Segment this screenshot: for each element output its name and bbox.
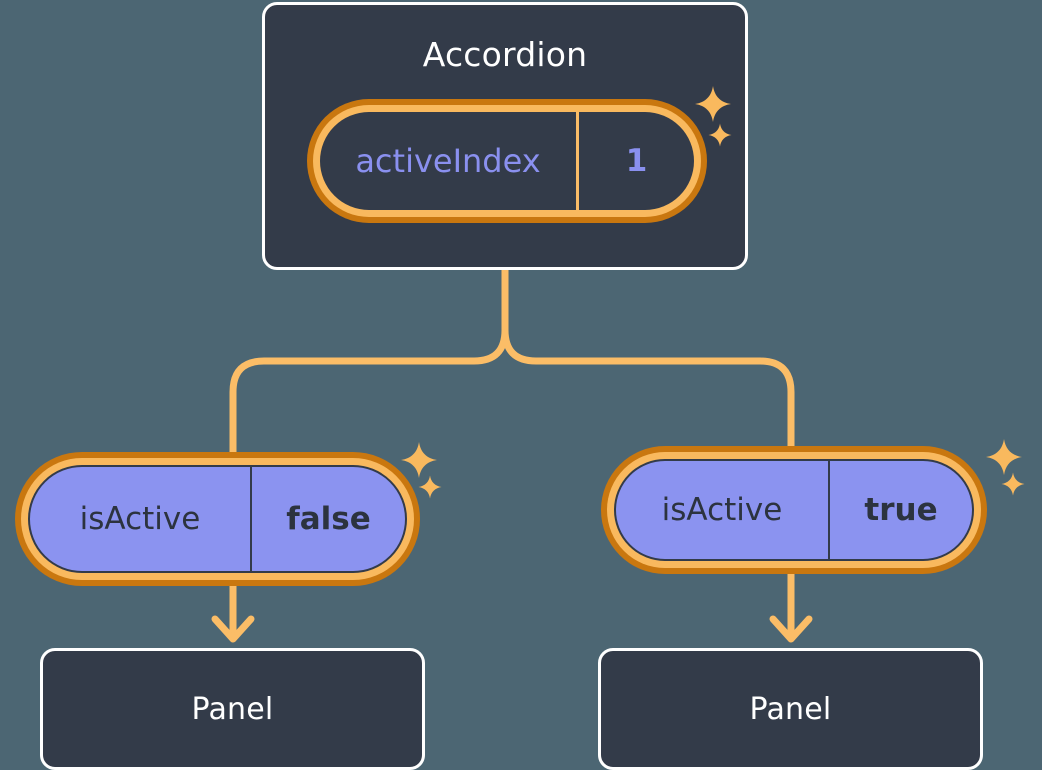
state-pill-ring: isActive true [607,452,981,568]
panel-title: Panel [749,692,832,727]
state-pill-ring: isActive false [21,458,414,580]
sparkle-four-point-icon [399,440,439,480]
sparkle-four-point-small-icon [1000,471,1026,497]
state-value-label: true [864,492,938,528]
component-box-panel-left[interactable]: Panel [40,648,425,770]
state-pill-body: isActive true [614,459,974,561]
state-pill-active-index[interactable]: activeIndex 1 [307,99,707,223]
panel-title: Panel [191,692,274,727]
sparkle-four-point-icon [693,84,733,124]
state-key-label: isActive [616,461,830,559]
state-pill-ring: activeIndex 1 [313,105,701,217]
state-key-label: activeIndex [320,112,579,210]
arrow-down-icon-right [769,570,813,643]
state-pill-body: activeIndex 1 [320,112,694,210]
component-box-panel-right[interactable]: Panel [598,648,983,770]
state-value-label: 1 [625,143,648,179]
page-title: Accordion [422,35,588,74]
state-key-label: isActive [30,467,252,571]
state-pill-is-active-false[interactable]: isActive false [15,452,420,586]
sparkle-four-point-small-icon [707,122,733,148]
state-pill-is-active-true[interactable]: isActive true [601,446,987,574]
branch-connector-path [229,266,509,456]
arrow-down-icon-left [211,582,255,643]
state-pill-body: isActive false [28,465,407,573]
sparkle-four-point-icon [984,437,1024,477]
state-value-label: false [286,501,371,537]
branch-connector-path-right [501,326,795,450]
sparkle-four-point-small-icon [417,474,443,500]
